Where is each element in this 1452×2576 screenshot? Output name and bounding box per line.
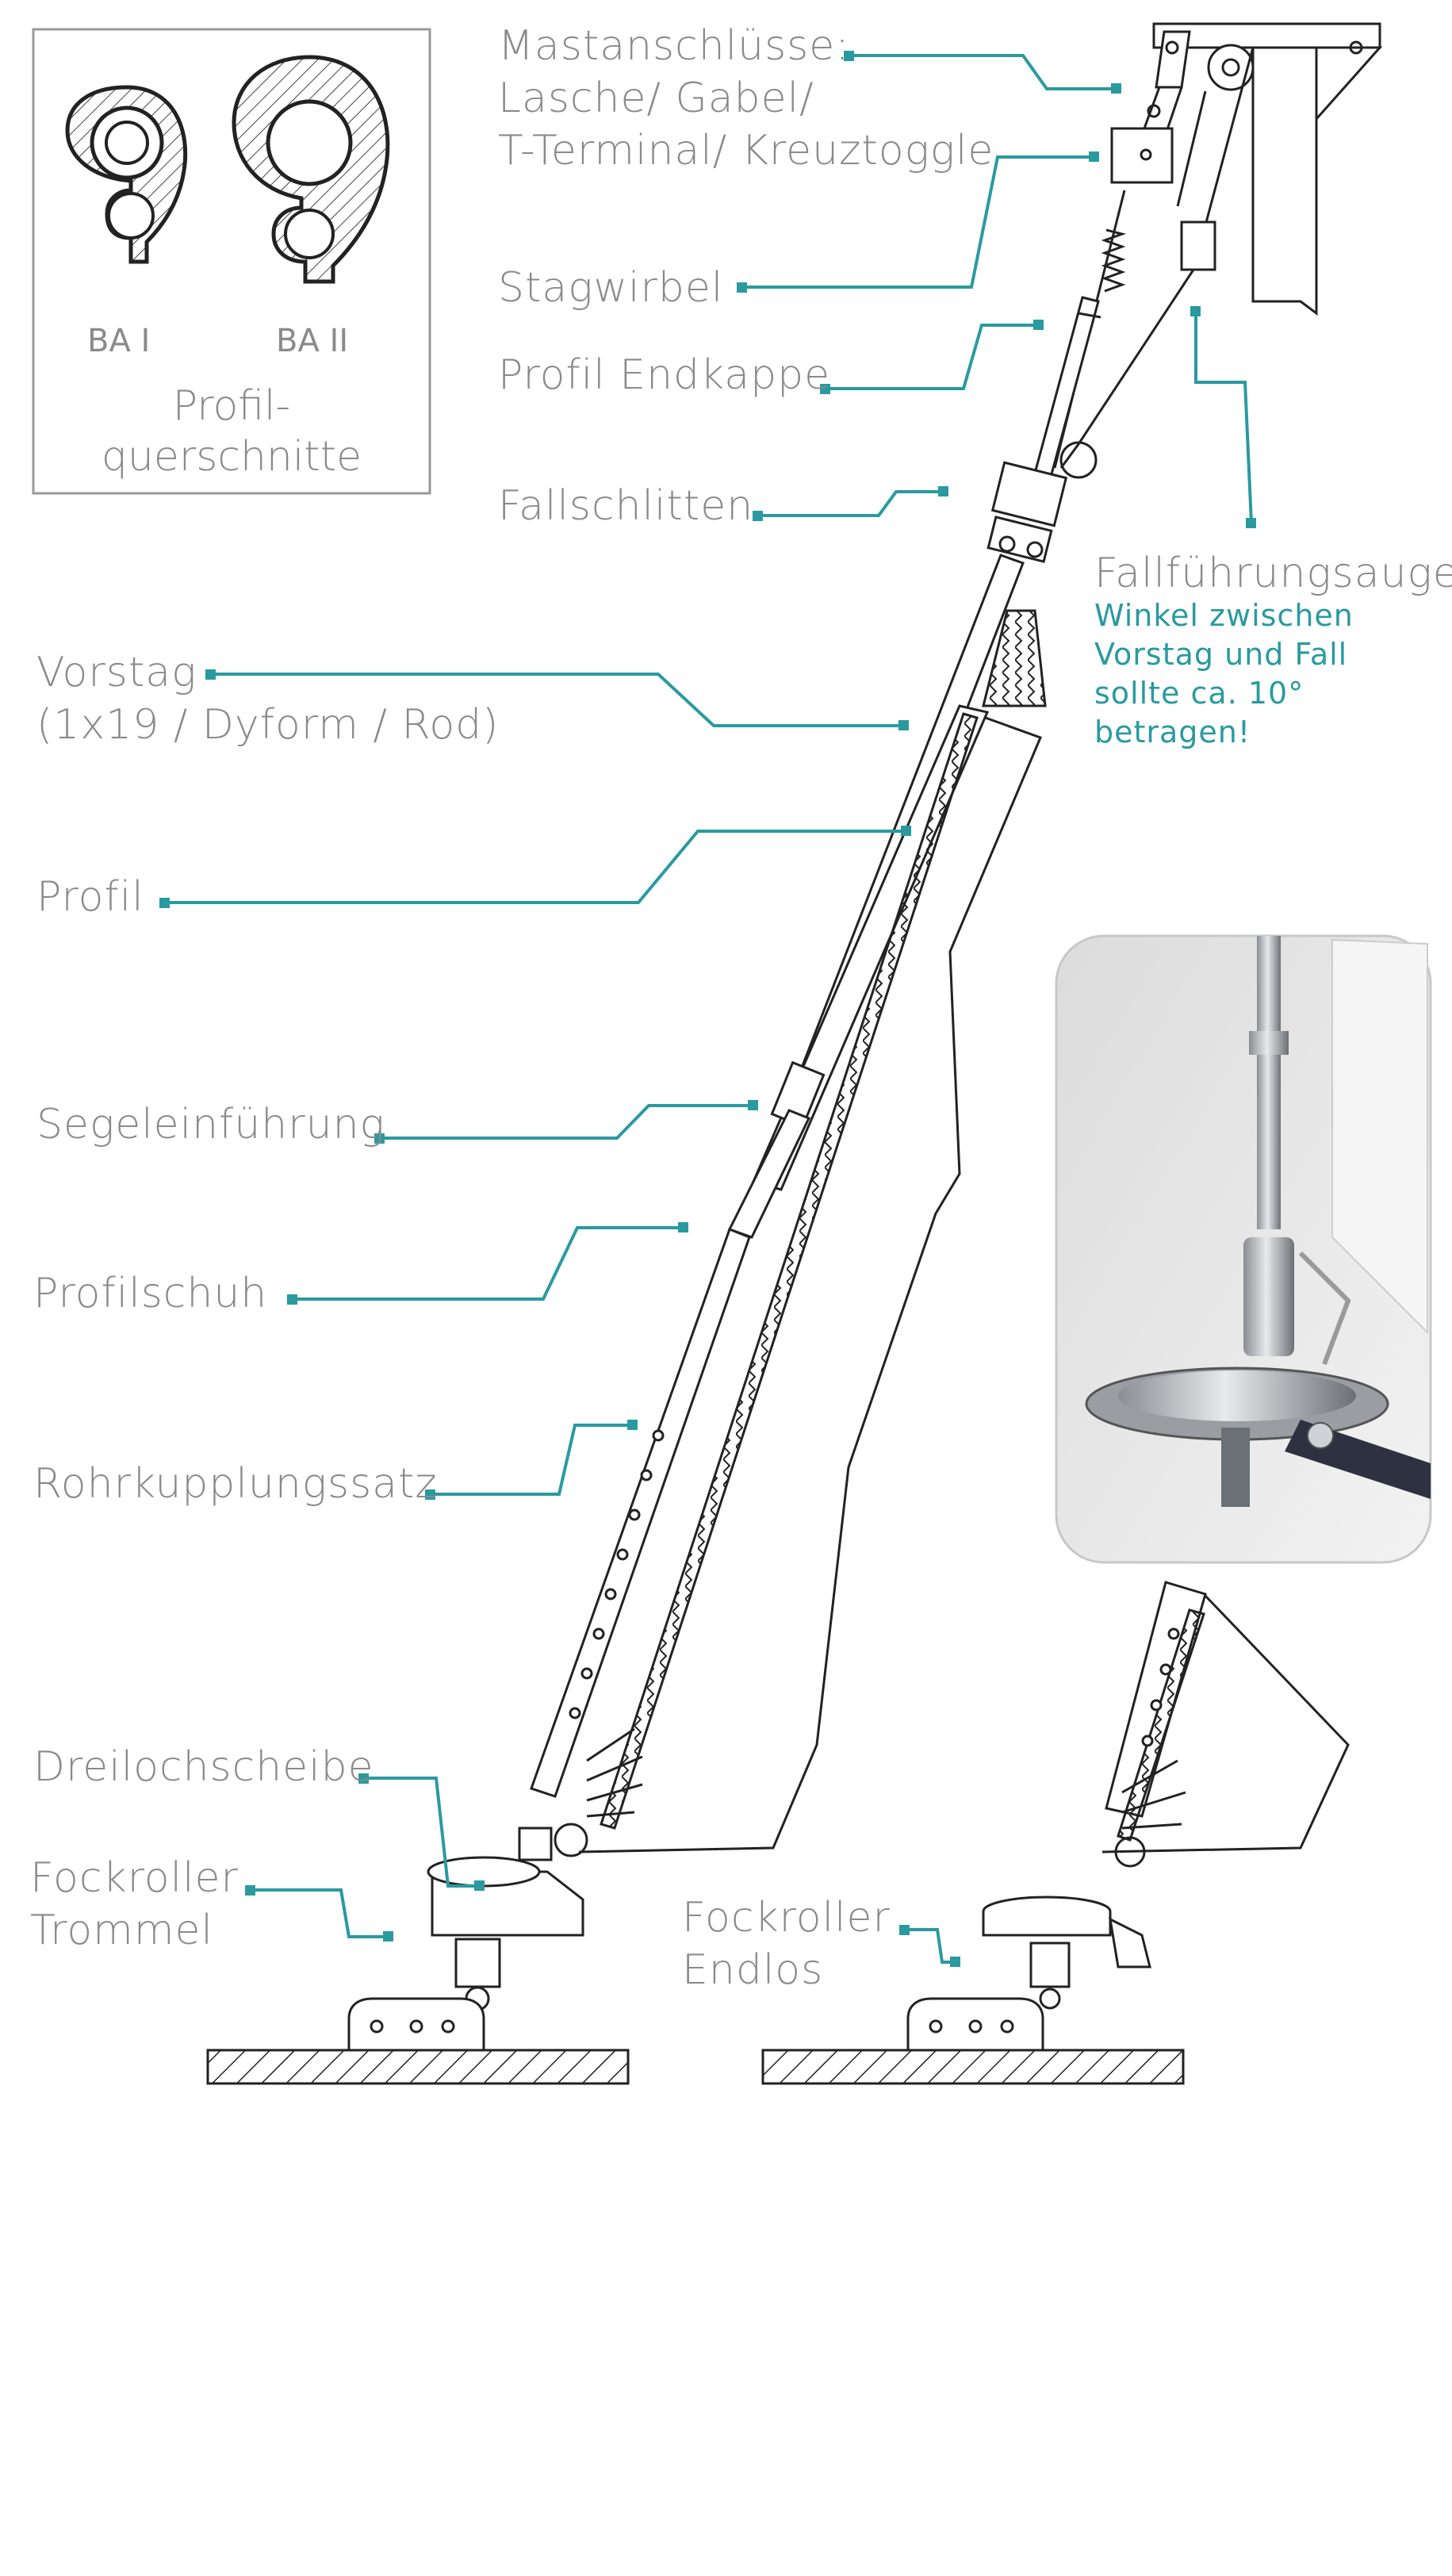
deck-right	[761, 2049, 1185, 2085]
profile-ba1-drawing	[65, 85, 188, 264]
trommel-line1: Fockroller	[30, 1854, 239, 1902]
leader-segel	[379, 1104, 753, 1140]
label-stagwirbel: Stagwirbel	[498, 264, 724, 312]
inset-title-line1: Profil-	[172, 382, 291, 430]
label-dreilochscheibe: Dreilochscheibe	[33, 1743, 374, 1791]
profile-ba2-label: BA II	[276, 323, 349, 359]
leader-profil	[164, 830, 906, 904]
label-vorstag: Vorstag (1x19 / Dyform / Rod)	[36, 646, 499, 751]
label-fallschlitten: Fallschlitten	[498, 482, 754, 530]
profile-ba2-drawing	[232, 55, 390, 284]
label-fockroller-trommel: Fockroller Trommel	[30, 1852, 239, 1957]
label-segeleinfuehrung: Segeleinführung	[36, 1101, 385, 1148]
leader-fallschlitten	[757, 490, 944, 517]
label-profil: Profil	[36, 873, 144, 921]
endlos-line1: Fockroller	[682, 1894, 891, 1942]
inset-title-line2: querschnitte	[101, 433, 362, 481]
note-line3: sollte ca. 10°	[1094, 676, 1305, 711]
note-line4: betragen!	[1094, 715, 1251, 749]
leader-vorstag	[210, 673, 904, 727]
leader-fallfuehrung	[1194, 311, 1253, 524]
note-line2: Vorstag und Fall	[1094, 637, 1348, 672]
leader-endlos	[904, 1928, 956, 1964]
vorstag-line2: (1x19 / Dyform / Rod)	[36, 701, 500, 749]
mast-line1: Mastanschlüsse:	[498, 22, 850, 70]
leader-lines	[164, 54, 1253, 1964]
label-fockroller-endlos: Fockroller Endlos	[682, 1892, 891, 1996]
vorstag-line1: Vorstag	[36, 649, 197, 696]
endlos-line2: Endlos	[682, 1946, 824, 1994]
profile-ba1-label: BA I	[87, 323, 151, 359]
leader-schuh	[292, 1226, 684, 1301]
leader-endkappe	[825, 324, 1039, 390]
label-fallfuehrung: Fallführungsauge	[1094, 550, 1452, 597]
leader-dots	[159, 51, 1256, 1967]
mast-line2: Lasche/ Gabel/	[498, 75, 814, 122]
leader-dreiloch	[363, 1777, 480, 1888]
note-angle: Winkel zwischen Vorstag und Fall sollte …	[1094, 596, 1354, 752]
leader-stagwirbel	[741, 155, 1094, 289]
photo-inset	[1055, 934, 1432, 1564]
label-mastanschluesse: Mastanschlüsse: Lasche/ Gabel/ T-Termina…	[498, 20, 994, 177]
endlos-furler-drawing	[906, 1581, 1350, 2052]
label-endkappe: Profil Endkappe	[498, 351, 831, 399]
label-rohrkupplungssatz: Rohrkupplungssatz	[33, 1460, 438, 1508]
trommel-line2: Trommel	[30, 1907, 213, 1954]
mast-head-drawing	[1110, 22, 1383, 316]
profile-inset-title: Profil- querschnitte	[33, 381, 430, 482]
note-line1: Winkel zwischen	[1094, 598, 1354, 633]
label-profilschuh: Profilschuh	[33, 1270, 268, 1317]
leader-trommel	[250, 1888, 389, 1938]
leader-rohr	[430, 1424, 633, 1496]
deck-left	[206, 2049, 630, 2085]
mast-line3: T-Terminal/ Kreuztoggle	[498, 127, 994, 174]
leader-mast	[849, 54, 1117, 90]
